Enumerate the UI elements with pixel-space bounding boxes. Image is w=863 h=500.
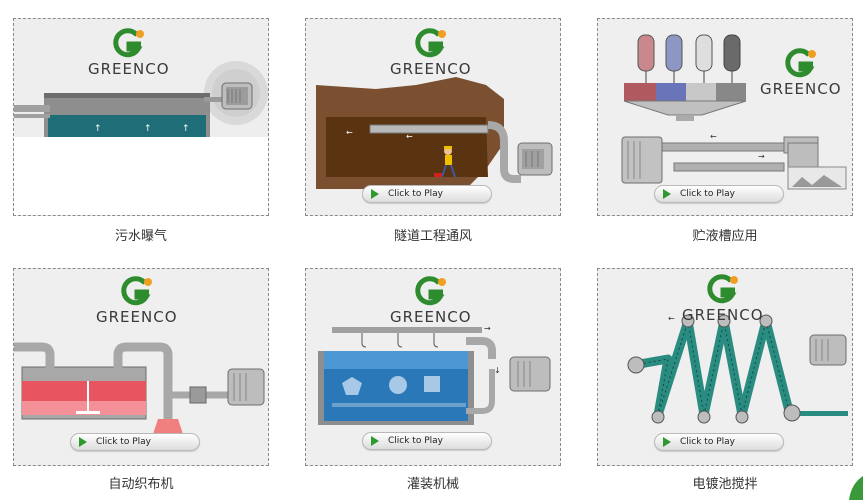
animation-card-electroplating-stirring[interactable]: ← GREENCO Click to Play xyxy=(597,268,853,466)
animation-card-filling-machinery[interactable]: → ↓ GREENCO Click to Play xyxy=(305,268,561,466)
greenco-logo: GREENCO xyxy=(682,273,764,324)
click-to-play-label: Click to Play xyxy=(96,437,151,447)
caption-electroplating-stirring[interactable]: 电镀池搅拌 xyxy=(692,477,758,492)
greenco-logo: GREENCO xyxy=(760,47,842,98)
greenco-logo-icon xyxy=(707,274,738,304)
sewage-aeration-illustration: ↑ ↑ ↑ xyxy=(14,19,268,215)
greenco-logo-icon xyxy=(121,276,152,306)
caption-storage-tank[interactable]: 贮液槽应用 xyxy=(692,229,758,244)
greenco-logo-icon xyxy=(415,28,446,58)
svg-text:↑: ↑ xyxy=(182,124,190,134)
svg-text:↓: ↓ xyxy=(494,366,501,375)
animation-card-tunnel-ventilation[interactable]: ← ← ← GREENCO Click to Play xyxy=(305,18,561,216)
animation-card-automatic-loom[interactable]: GREENCO Click to Play xyxy=(13,268,269,466)
svg-text:↑: ↑ xyxy=(94,124,102,134)
svg-text:↑: ↑ xyxy=(144,124,152,134)
electroplating-stirring-illustration: ← xyxy=(627,314,848,424)
play-icon xyxy=(79,437,87,447)
play-icon xyxy=(371,436,379,446)
greenco-logo: GREENCO xyxy=(88,27,170,78)
click-to-play-label: Click to Play xyxy=(388,436,443,446)
leaf-icon xyxy=(849,476,863,500)
play-icon xyxy=(371,189,379,199)
play-icon xyxy=(663,437,671,447)
greenco-logo-text: GREENCO xyxy=(96,308,178,326)
svg-text:→: → xyxy=(484,324,491,333)
animation-card-storage-tank[interactable]: ← → GREENCO Click to Play xyxy=(597,18,853,216)
click-to-play-label: Click to Play xyxy=(680,437,735,447)
greenco-logo-text: GREENCO xyxy=(390,308,472,326)
tunnel-ventilation-illustration: ← ← ← xyxy=(316,77,553,189)
click-to-play-button[interactable]: Click to Play xyxy=(362,432,492,450)
animation-card-sewage-aeration[interactable]: ↑ ↑ ↑ GREENCO xyxy=(13,18,269,216)
svg-text:→: → xyxy=(758,152,765,161)
click-to-play-label: Click to Play xyxy=(388,189,443,199)
greenco-logo-icon xyxy=(785,48,816,78)
caption-filling-machinery[interactable]: 灌装机械 xyxy=(406,477,459,492)
greenco-logo-text: GREENCO xyxy=(760,80,842,98)
storage-tank-illustration: ← → xyxy=(621,34,847,190)
greenco-logo-text: GREENCO xyxy=(88,60,170,78)
greenco-logo-text: GREENCO xyxy=(390,60,472,78)
svg-text:←: ← xyxy=(668,314,675,323)
click-to-play-button[interactable]: Click to Play xyxy=(362,185,492,203)
greenco-logo: GREENCO xyxy=(390,275,472,326)
filling-machinery-illustration: → ↓ xyxy=(318,324,551,425)
greenco-logo: GREENCO xyxy=(96,275,178,326)
greenco-logo-icon xyxy=(415,276,446,306)
greenco-logo-icon xyxy=(113,28,144,58)
click-to-play-label: Click to Play xyxy=(680,189,735,199)
greenco-logo-text: GREENCO xyxy=(682,306,764,324)
svg-text:←: ← xyxy=(710,132,717,141)
automatic-loom-illustration xyxy=(14,342,265,437)
svg-text:←: ← xyxy=(406,132,413,141)
caption-sewage-aeration[interactable]: 污水曝气 xyxy=(114,229,167,244)
play-icon xyxy=(663,189,671,199)
greenco-logo: GREENCO xyxy=(390,27,472,78)
svg-text:←: ← xyxy=(346,128,353,137)
caption-tunnel-ventilation[interactable]: 隧道工程通风 xyxy=(393,229,472,244)
caption-automatic-loom[interactable]: 自动织布机 xyxy=(108,477,174,492)
click-to-play-button[interactable]: Click to Play xyxy=(654,185,784,203)
click-to-play-button[interactable]: Click to Play xyxy=(70,433,200,451)
click-to-play-button[interactable]: Click to Play xyxy=(654,433,784,451)
